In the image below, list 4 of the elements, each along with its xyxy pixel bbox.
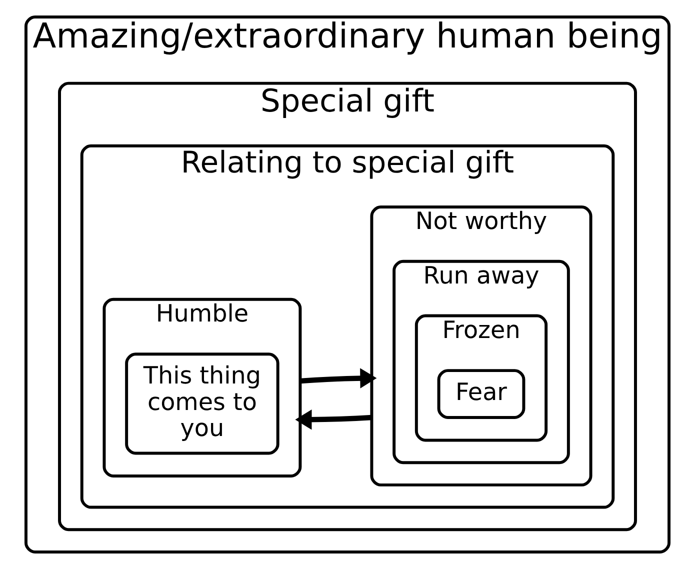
node-box: This thing comes to you <box>125 352 280 455</box>
node-box: Fear <box>437 369 526 419</box>
arrow <box>300 368 377 388</box>
arrow <box>295 410 372 430</box>
